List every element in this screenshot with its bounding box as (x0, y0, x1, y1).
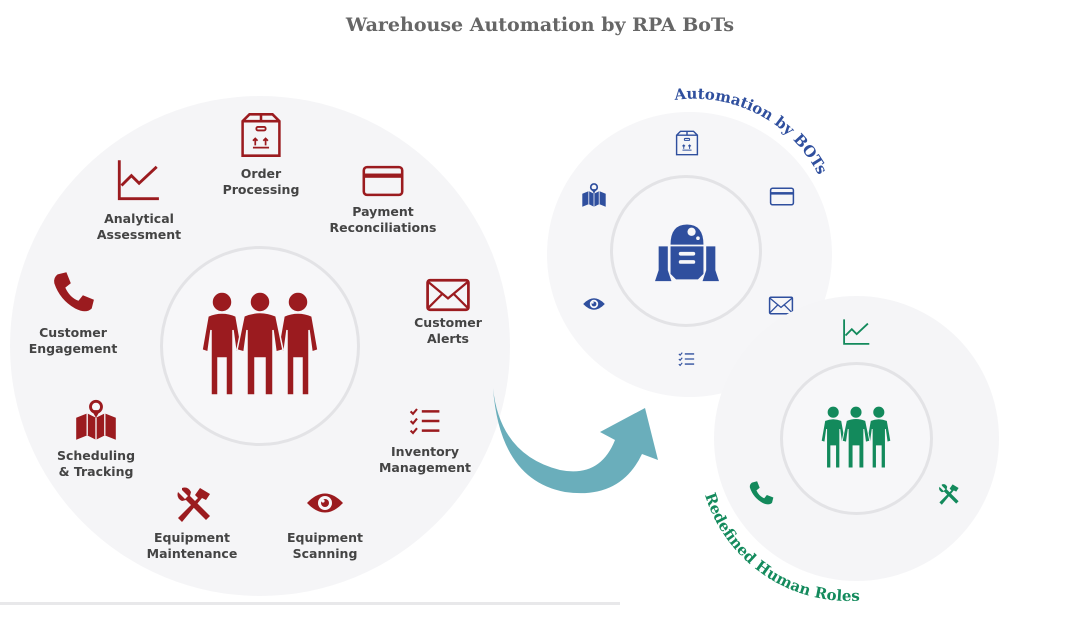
redefined-label-text: Redefined Human Roles (701, 490, 860, 605)
label-line: Inventory (391, 444, 459, 459)
bots-label: Automation by BOTs (673, 85, 831, 178)
checklist-icon (409, 406, 441, 436)
map-pin-icon (72, 398, 120, 442)
credit-card-icon (361, 165, 405, 197)
tools-icon (172, 484, 216, 524)
label-line: Assessment (96, 227, 182, 242)
label-line: Order (240, 166, 282, 181)
bots-label-text: Automation by BOTs (673, 85, 831, 178)
label-line: Reconciliations (329, 220, 437, 235)
label-line: Alerts (426, 331, 470, 346)
people-icon (200, 290, 320, 400)
transition-arrow (493, 388, 658, 494)
svg-text:Automation by BOTs: Automation by BOTs (673, 85, 831, 178)
label-line: Management (378, 460, 471, 475)
label-line: Analytical (104, 211, 174, 226)
label-line: Equipment (154, 530, 230, 545)
label-line: Equipment (287, 530, 363, 545)
svg-text:Redefined Human Roles: Redefined Human Roles (701, 490, 860, 605)
label-line: Customer (39, 325, 107, 340)
label-line: Processing (222, 182, 300, 197)
phone-icon (50, 270, 96, 314)
box-icon (238, 112, 284, 158)
label-line: Payment (352, 204, 414, 219)
label-line: Scheduling (56, 448, 136, 463)
label-line: Maintenance (146, 546, 238, 561)
bottom-divider (0, 602, 620, 605)
envelope-icon (425, 278, 471, 312)
redefined-label: Redefined Human Roles (701, 490, 860, 605)
label-line: Scanning (292, 546, 358, 561)
eye-icon (305, 490, 345, 516)
line-chart-icon (116, 158, 160, 202)
label-line: Engagement (28, 341, 118, 356)
page-title: Warehouse Automation by RPA BoTs (345, 14, 735, 36)
label-scheduling-tracking: Scheduling& Tracking (46, 448, 146, 480)
label-line: & Tracking (58, 464, 134, 479)
label-line: Customer (414, 315, 482, 330)
